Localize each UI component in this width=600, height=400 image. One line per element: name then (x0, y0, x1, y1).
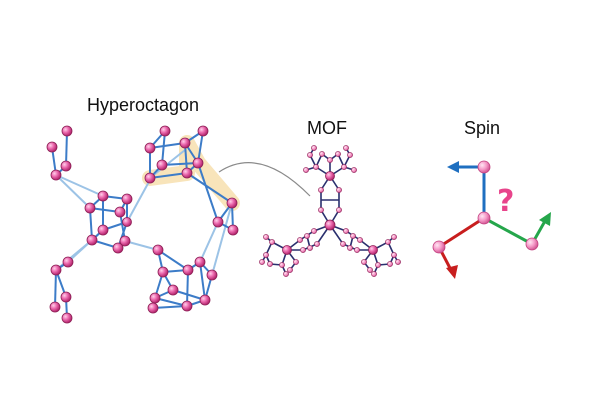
spin-bonds (437, 165, 547, 272)
mof-small-atoms (259, 145, 401, 277)
mof-bonds (261, 147, 399, 275)
green-arrowhead-icon (539, 212, 551, 226)
spin-title: Spin (464, 118, 501, 138)
mof-metal-atoms (282, 171, 378, 255)
question-mark: ? (497, 184, 515, 219)
connector-curve (218, 162, 311, 197)
lattice-bonds (51, 130, 234, 319)
mof-structure-icon (259, 145, 401, 277)
spin-vector-icon (432, 160, 551, 279)
mof-title: MOF (307, 118, 347, 138)
hyperoctagon-lattice-icon (46, 125, 240, 324)
spin-arrowheads (446, 161, 551, 279)
red-arrowhead-icon (446, 265, 458, 279)
blue-arrowhead-icon (447, 161, 459, 173)
hyperoctagon-title: Hyperoctagon (87, 95, 200, 115)
spin-atoms (432, 160, 539, 254)
lattice-atoms (46, 125, 239, 324)
